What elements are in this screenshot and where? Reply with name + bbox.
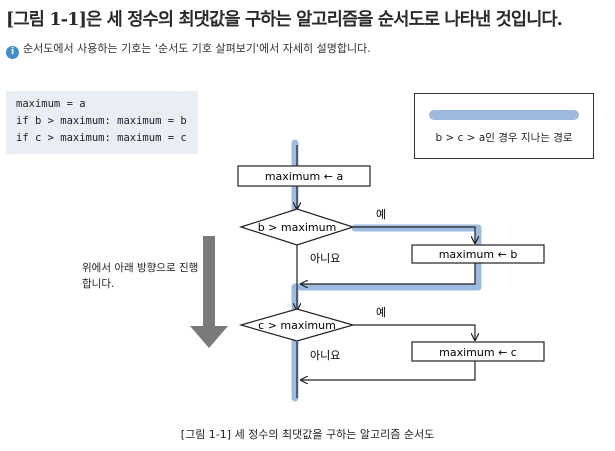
decision-2 — [238, 308, 356, 342]
note-text: 순서도에서 사용하는 기호는 '순서도 기호 살펴보기'에서 자세히 설명합니다… — [23, 42, 371, 55]
yes-label-2: 예 — [376, 306, 386, 319]
no-label-2: 아니요 — [310, 349, 340, 362]
direction-note: 위에서 아래 방향으로 진행합니다. — [82, 262, 199, 290]
highlight-segment — [291, 258, 482, 291]
process-box-a-label: maximum ← a — [265, 170, 343, 183]
decision-1 — [239, 208, 355, 246]
info-icon: i — [6, 46, 19, 59]
code-box: maximum = a if b > maximum: maximum = b … — [6, 91, 198, 154]
process-box-b — [411, 244, 545, 264]
decision-2-label: c > maximum — [258, 319, 336, 332]
intro-text: [그림 1-1]은 세 정수의 최댓값을 구하는 알고리즘을 순서도로 나타낸 … — [6, 10, 563, 30]
decision-1-label: b > maximum — [258, 221, 337, 234]
legend-text: b > c > a인 경우 지나는 경로 — [435, 132, 573, 144]
process-box-b-label: maximum ← b — [439, 248, 518, 261]
process-box-a — [237, 165, 371, 187]
process-box-c — [411, 341, 545, 362]
no-label-1: 아니요 — [310, 252, 340, 265]
yes-label-1: 예 — [376, 208, 386, 221]
direction-arrow — [190, 236, 228, 348]
code-line: maximum = a — [16, 98, 86, 110]
flow-lines — [297, 145, 475, 398]
code-line: if b > maximum: maximum = b — [16, 115, 187, 127]
process-box-c-label: maximum ← c — [439, 346, 517, 359]
legend-path-swatch — [429, 110, 579, 120]
note-row: i 순서도에서 사용하는 기호는 '순서도 기호 살펴보기'에서 자세히 설명합니… — [6, 40, 371, 59]
code-line: if c > maximum: maximum = c — [16, 132, 187, 144]
figure-caption: [그림 1-1] 세 정수의 최댓값을 구하는 알고리즘 순서도 — [180, 428, 435, 441]
legend-box: b > c > a인 경우 지나는 경로 — [414, 93, 594, 159]
